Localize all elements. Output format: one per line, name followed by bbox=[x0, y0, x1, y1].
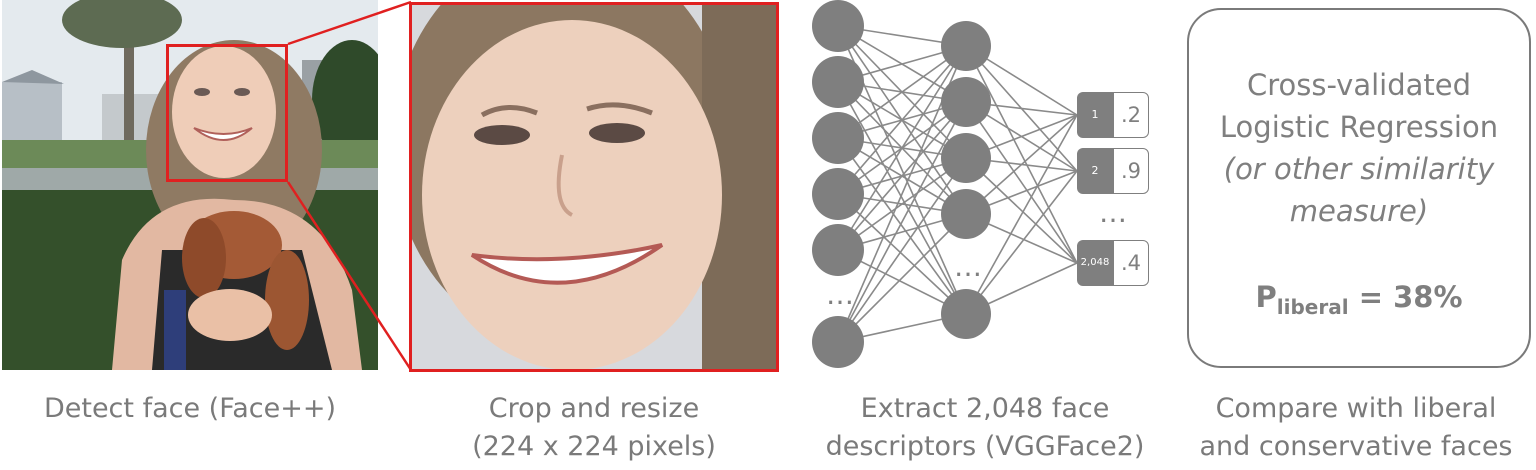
descriptor-value-cell: .2 bbox=[1113, 92, 1149, 138]
probability-label: P bbox=[1255, 280, 1277, 314]
connection-input-hidden bbox=[837, 101, 967, 343]
descriptor-2: 2 .9 bbox=[1077, 148, 1149, 194]
classifier-line-2: Logistic Regression bbox=[1219, 110, 1499, 144]
classifier-line-1: Cross-validated bbox=[1246, 68, 1472, 102]
step-3-caption-line-1: Extract 2,048 face bbox=[860, 393, 1110, 424]
connection-input-hidden bbox=[837, 81, 967, 315]
step-1-caption: Detect face (Face++) bbox=[0, 390, 380, 428]
face-detection-box bbox=[166, 44, 288, 182]
neural-network-diagram bbox=[812, 0, 1078, 368]
connection-input-hidden bbox=[837, 45, 967, 139]
step-2-caption-line-1: Crop and resize bbox=[488, 393, 700, 424]
step-1-caption-line-1: Detect face (Face++) bbox=[43, 393, 337, 424]
source-photo bbox=[2, 0, 378, 370]
connection-hidden-output bbox=[965, 157, 1078, 264]
connector-top-line bbox=[287, 0, 412, 46]
connection-input-hidden bbox=[837, 101, 967, 251]
step-4-caption: Compare with liberal and conservative fa… bbox=[1176, 390, 1536, 466]
probability-value: = 38% bbox=[1358, 280, 1463, 314]
step-2-caption-line-2: (224 x 224 pixels) bbox=[472, 431, 716, 462]
classifier-line-3: (or other similarity bbox=[1223, 152, 1495, 186]
descriptor-index-cell: 2 bbox=[1077, 148, 1113, 194]
connection-input-hidden bbox=[837, 157, 967, 251]
hidden-node bbox=[941, 289, 991, 339]
input-layer-ellipsis: … bbox=[826, 278, 854, 311]
descriptor-value-cell: .9 bbox=[1113, 148, 1149, 194]
probability-subscript: liberal bbox=[1276, 294, 1349, 319]
source-photo-illustration bbox=[2, 0, 378, 370]
connection-hidden-output bbox=[965, 114, 1078, 315]
connection-input-hidden bbox=[837, 213, 967, 343]
cropped-face bbox=[409, 2, 779, 372]
classifier-box: Cross-validated Logistic Regression (or … bbox=[1187, 8, 1531, 368]
connector-bottom-line bbox=[286, 181, 413, 371]
descriptor-1: 1 .2 bbox=[1077, 92, 1149, 138]
descriptor-2048: 2,048 .4 bbox=[1077, 240, 1149, 286]
hidden-node bbox=[941, 77, 991, 127]
descriptor-value-cell: .4 bbox=[1113, 240, 1149, 286]
hidden-layer-ellipsis: … bbox=[954, 250, 982, 283]
connection-input-hidden bbox=[837, 45, 967, 195]
connection-input-hidden bbox=[837, 137, 967, 315]
hidden-node bbox=[941, 133, 991, 183]
input-node bbox=[812, 316, 864, 368]
connection-input-hidden bbox=[837, 157, 967, 343]
step-4-caption-line-1: Compare with liberal bbox=[1215, 393, 1497, 424]
step-3-caption-line-2: descriptors (VGGFace2) bbox=[825, 431, 1145, 462]
cropped-face-illustration bbox=[412, 5, 776, 369]
connection-hidden-output bbox=[965, 170, 1078, 315]
descriptor-index-cell: 2,048 bbox=[1077, 240, 1113, 286]
input-node bbox=[812, 112, 864, 164]
descriptor-index-cell: 1 bbox=[1077, 92, 1113, 138]
connection-hidden-output bbox=[965, 101, 1078, 264]
step-2-caption: Crop and resize (224 x 224 pixels) bbox=[409, 390, 779, 466]
connection-hidden-output bbox=[965, 45, 1078, 264]
input-node bbox=[812, 224, 864, 276]
step-4-caption-line-2: and conservative faces bbox=[1199, 431, 1513, 462]
connection-input-hidden bbox=[837, 193, 967, 315]
output-layer-ellipsis: … bbox=[1099, 196, 1127, 229]
hidden-node bbox=[941, 189, 991, 239]
liberal-probability: Pliberal = 38% bbox=[1189, 280, 1529, 319]
hidden-node bbox=[941, 21, 991, 71]
input-node bbox=[812, 56, 864, 108]
connection-input-hidden bbox=[837, 45, 967, 251]
input-node bbox=[812, 0, 864, 52]
step-3-caption: Extract 2,048 face descriptors (VGGFace2… bbox=[800, 390, 1170, 466]
input-node bbox=[812, 168, 864, 220]
classifier-line-4: measure) bbox=[1289, 194, 1429, 228]
